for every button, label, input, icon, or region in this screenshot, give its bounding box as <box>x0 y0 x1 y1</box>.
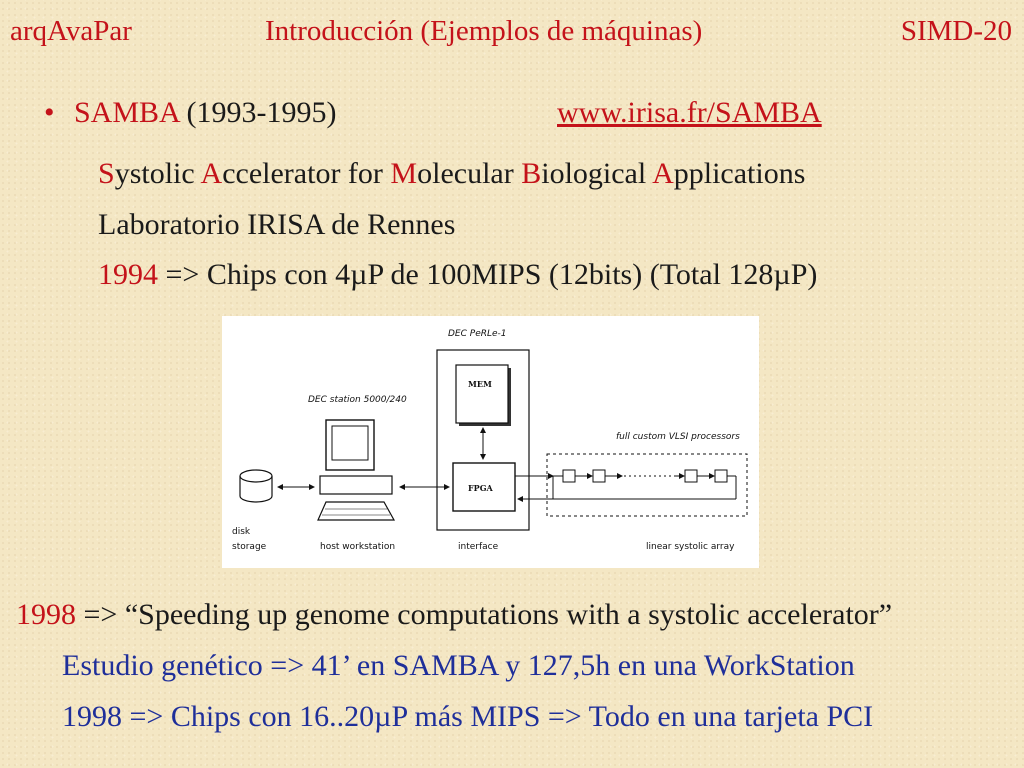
full-custom-label: full custom VLSI processors <box>616 432 740 442</box>
disk-body <box>239 476 273 503</box>
chips-1998-text: 1998 => Chips con 16..20µP más MIPS => T… <box>62 700 874 733</box>
chips-1994-text: 1994 => Chips con 4µP de 100MIPS (12bits… <box>98 257 817 293</box>
fpga-box <box>452 462 516 512</box>
acronym-rest: iological <box>541 157 653 190</box>
samba-acronym-expansion: Systolic Accelerator for Molecular Biolo… <box>98 156 805 192</box>
acronym-initial-a: A <box>200 157 223 190</box>
dec-perle-label: DEC PeRLe-1 <box>448 329 507 339</box>
acronym-rest: olecular <box>417 157 522 190</box>
disk-label: disk <box>232 527 251 537</box>
linear-systolic-array-label: linear systolic array <box>646 542 735 552</box>
speeding-up-quote: 1998 => “Speeding up genome computations… <box>16 597 892 633</box>
samba-url-link[interactable]: www.irisa.fr/SAMBA <box>557 96 822 129</box>
acronym-rest: ccelerator for <box>222 157 391 190</box>
processor-cell <box>714 469 728 483</box>
fpga-label: FPGA <box>468 483 494 493</box>
acronym-initial-a2: A <box>652 157 674 190</box>
interface-frame <box>436 349 530 531</box>
samba-architecture-diagram: DEC PeRLe-1 DEC station 5000/240 full cu… <box>222 316 759 568</box>
host-workstation-label: host workstation <box>320 542 395 552</box>
acronym-initial-b: B <box>521 157 542 190</box>
acronym-initial-s: S <box>98 157 115 190</box>
header-course-label: arqAvaPar <box>10 15 132 47</box>
bullet-icon: • <box>44 96 55 129</box>
estudio-genetico-text: Estudio genético => 41’ en SAMBA y 127,5… <box>62 649 855 682</box>
quote-year: 1998 <box>16 598 76 631</box>
mem-box <box>455 364 509 424</box>
acronym-rest: ystolic <box>114 157 201 190</box>
dec-station-label: DEC station 5000/240 <box>308 395 407 405</box>
cpu-box <box>319 475 393 495</box>
keyboard-icon <box>317 501 396 521</box>
mem-label: MEM <box>468 379 492 389</box>
samba-years: (1993-1995) <box>179 96 337 129</box>
lab-text: Laboratorio IRISA de Rennes <box>98 208 456 241</box>
storage-label: storage <box>232 542 267 552</box>
samba-bullet: • SAMBA (1993-1995) <box>44 95 337 131</box>
chips-description: => Chips con 4µP de 100MIPS (12bits) (To… <box>158 258 818 291</box>
slide-number: SIMD-20 <box>900 15 1012 47</box>
slide-title: Introducción (Ejemplos de máquinas) <box>265 15 703 47</box>
interface-label: interface <box>458 542 499 552</box>
systolic-array-frame <box>546 453 748 517</box>
chips-year: 1994 <box>98 258 158 291</box>
samba-name: SAMBA <box>74 96 180 129</box>
processor-cell <box>562 469 576 483</box>
acronym-initial-m: M <box>390 157 418 190</box>
monitor-screen <box>331 425 369 461</box>
disk-top <box>239 469 273 483</box>
quote-text: => “Speeding up genome computations with… <box>76 598 893 631</box>
acronym-rest: pplications <box>673 157 806 190</box>
processor-cell <box>592 469 606 483</box>
processor-cell <box>684 469 698 483</box>
